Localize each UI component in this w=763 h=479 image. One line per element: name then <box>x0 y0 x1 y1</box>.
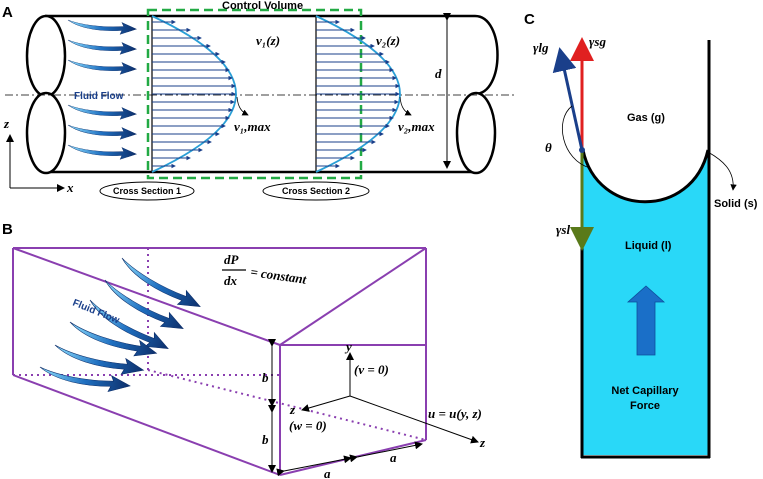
theta-label: θ <box>545 140 552 155</box>
a-right-dimension <box>349 441 423 463</box>
gamma-lg-label: γlg <box>533 40 549 55</box>
panel-a: A Control Volume <box>2 0 515 201</box>
b-top-label: b <box>262 370 269 385</box>
gamma-lg-vector <box>552 47 584 151</box>
force-label-line2: Force <box>630 400 660 412</box>
velocity-profile-2 <box>315 15 401 173</box>
capillary-force-arrow <box>626 285 666 356</box>
a-left-label: a <box>324 466 331 479</box>
gas-label: Gas (g) <box>627 112 665 124</box>
channel-box-hidden-edges <box>13 248 427 441</box>
cross-section-2-label: Cross Section 2 <box>282 186 350 196</box>
pipe-right-end-lower <box>455 91 497 175</box>
gamma-sl-label: γsl <box>556 222 570 237</box>
axis-z-outer-label-b: z <box>479 435 486 450</box>
constant-label: = constant <box>250 264 308 287</box>
dx-label: dx <box>224 273 238 288</box>
b-bottom-label: b <box>262 432 269 447</box>
axis-y-label-b: y <box>344 339 352 354</box>
meniscus-curve <box>581 149 710 204</box>
dp-label: dP <box>224 252 240 267</box>
cross-section-1-label: Cross Section 1 <box>113 186 181 196</box>
axis-z-inner-label-b: z <box>289 402 296 417</box>
flow-arrows-b <box>38 257 206 394</box>
w-zero-label: (w = 0) <box>289 418 327 433</box>
v2max-pointer <box>399 96 412 116</box>
pipe-right-end-upper <box>474 14 499 96</box>
channel-box <box>12 247 427 476</box>
cross-section-2-badge <box>262 181 370 201</box>
contact-angle-arc <box>562 105 591 169</box>
v1max-pointer <box>236 96 249 116</box>
flow-arrows-a <box>67 19 137 160</box>
a-right-label: a <box>390 450 397 465</box>
panel-b-letter: B <box>2 221 13 238</box>
v2-label: v₂(z) <box>376 33 400 48</box>
v1-label: v₁(z) <box>256 33 280 48</box>
solid-pointer <box>707 151 737 191</box>
v1max-label: v₁,max <box>234 119 271 134</box>
panel-b: B Fluid Flow <box>2 221 486 479</box>
panel-c: C γsg γlg γsl θ Gas (g) Liquid (l) Solid… <box>524 11 758 459</box>
u-equation-label: u = u(y, z) <box>428 406 482 421</box>
solid-label: Solid (s) <box>714 198 758 210</box>
fluid-flow-label-b: Fluid Flow <box>71 298 121 327</box>
fluid-flow-label-a: Fluid Flow <box>74 91 124 102</box>
liquid-label: Liquid (l) <box>625 240 672 252</box>
axis-z-label-a: z <box>3 116 10 131</box>
axis-z-outer-b <box>349 395 479 444</box>
v2max-label: v₂,max <box>398 119 435 134</box>
cross-section-1-badge <box>99 181 195 201</box>
contact-point <box>579 147 585 153</box>
control-volume-title: Control Volume <box>222 0 303 12</box>
pipe-left-end-upper <box>25 14 67 98</box>
panel-a-letter: A <box>2 4 13 21</box>
force-label-line1: Net Capillary <box>611 385 679 397</box>
panel-c-letter: C <box>524 11 535 28</box>
v-zero-label: (v = 0) <box>354 362 389 377</box>
a-left-dimension <box>276 455 352 477</box>
pipe-left-end-lower <box>25 91 67 175</box>
axis-z-inner-b <box>301 395 351 412</box>
axis-x-label-a: x <box>66 180 74 195</box>
gamma-sg-label: γsg <box>589 34 606 49</box>
d-label: d <box>435 66 442 81</box>
velocity-profile-1 <box>151 15 237 173</box>
